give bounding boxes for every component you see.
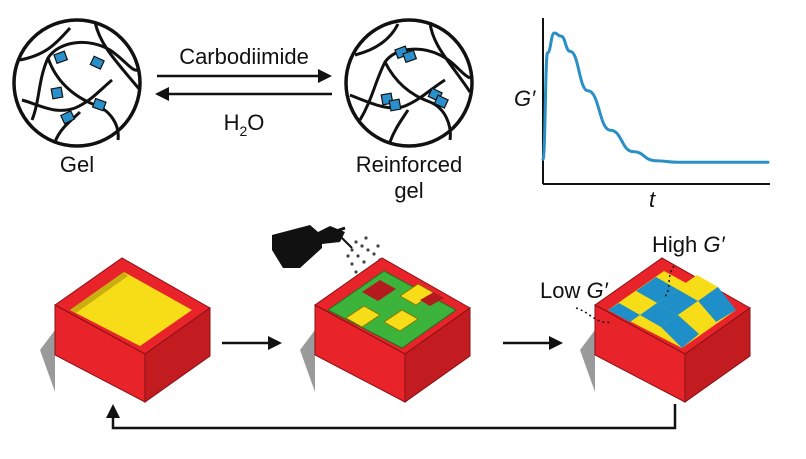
- high-modulus-label: High G′: [652, 232, 725, 257]
- plot-y-label: G′: [514, 86, 536, 111]
- low-modulus-callout-line: [575, 307, 613, 324]
- gel-label: Gel: [60, 152, 94, 177]
- gel-tray-patterned: [580, 257, 751, 403]
- spray-bottle-icon: [272, 225, 353, 268]
- modulus-plot: G′ t: [514, 18, 770, 212]
- recycle-arrow: [106, 404, 677, 430]
- gel-network-circle: [12, 18, 142, 148]
- plot-x-label: t: [649, 187, 656, 212]
- gel-tray-masked: [300, 257, 471, 403]
- forward-arrow: [157, 69, 332, 83]
- carbodiimide-label: Carbodiimide: [179, 44, 309, 69]
- reinforced-label-line1: Reinforced: [356, 152, 462, 177]
- low-modulus-label: Low G′: [540, 278, 609, 303]
- reinforced-gel-network-circle: [344, 18, 474, 148]
- plot-curve: [541, 31, 770, 164]
- step-arrow-2: [503, 336, 563, 350]
- gel-tray-initial: [40, 257, 211, 403]
- reinforced-label-line2: gel: [394, 178, 423, 203]
- high-modulus-callout-line: [663, 265, 675, 299]
- reverse-arrow: [155, 87, 332, 101]
- water-label: H2O: [224, 110, 265, 139]
- step-arrow-1: [222, 336, 282, 350]
